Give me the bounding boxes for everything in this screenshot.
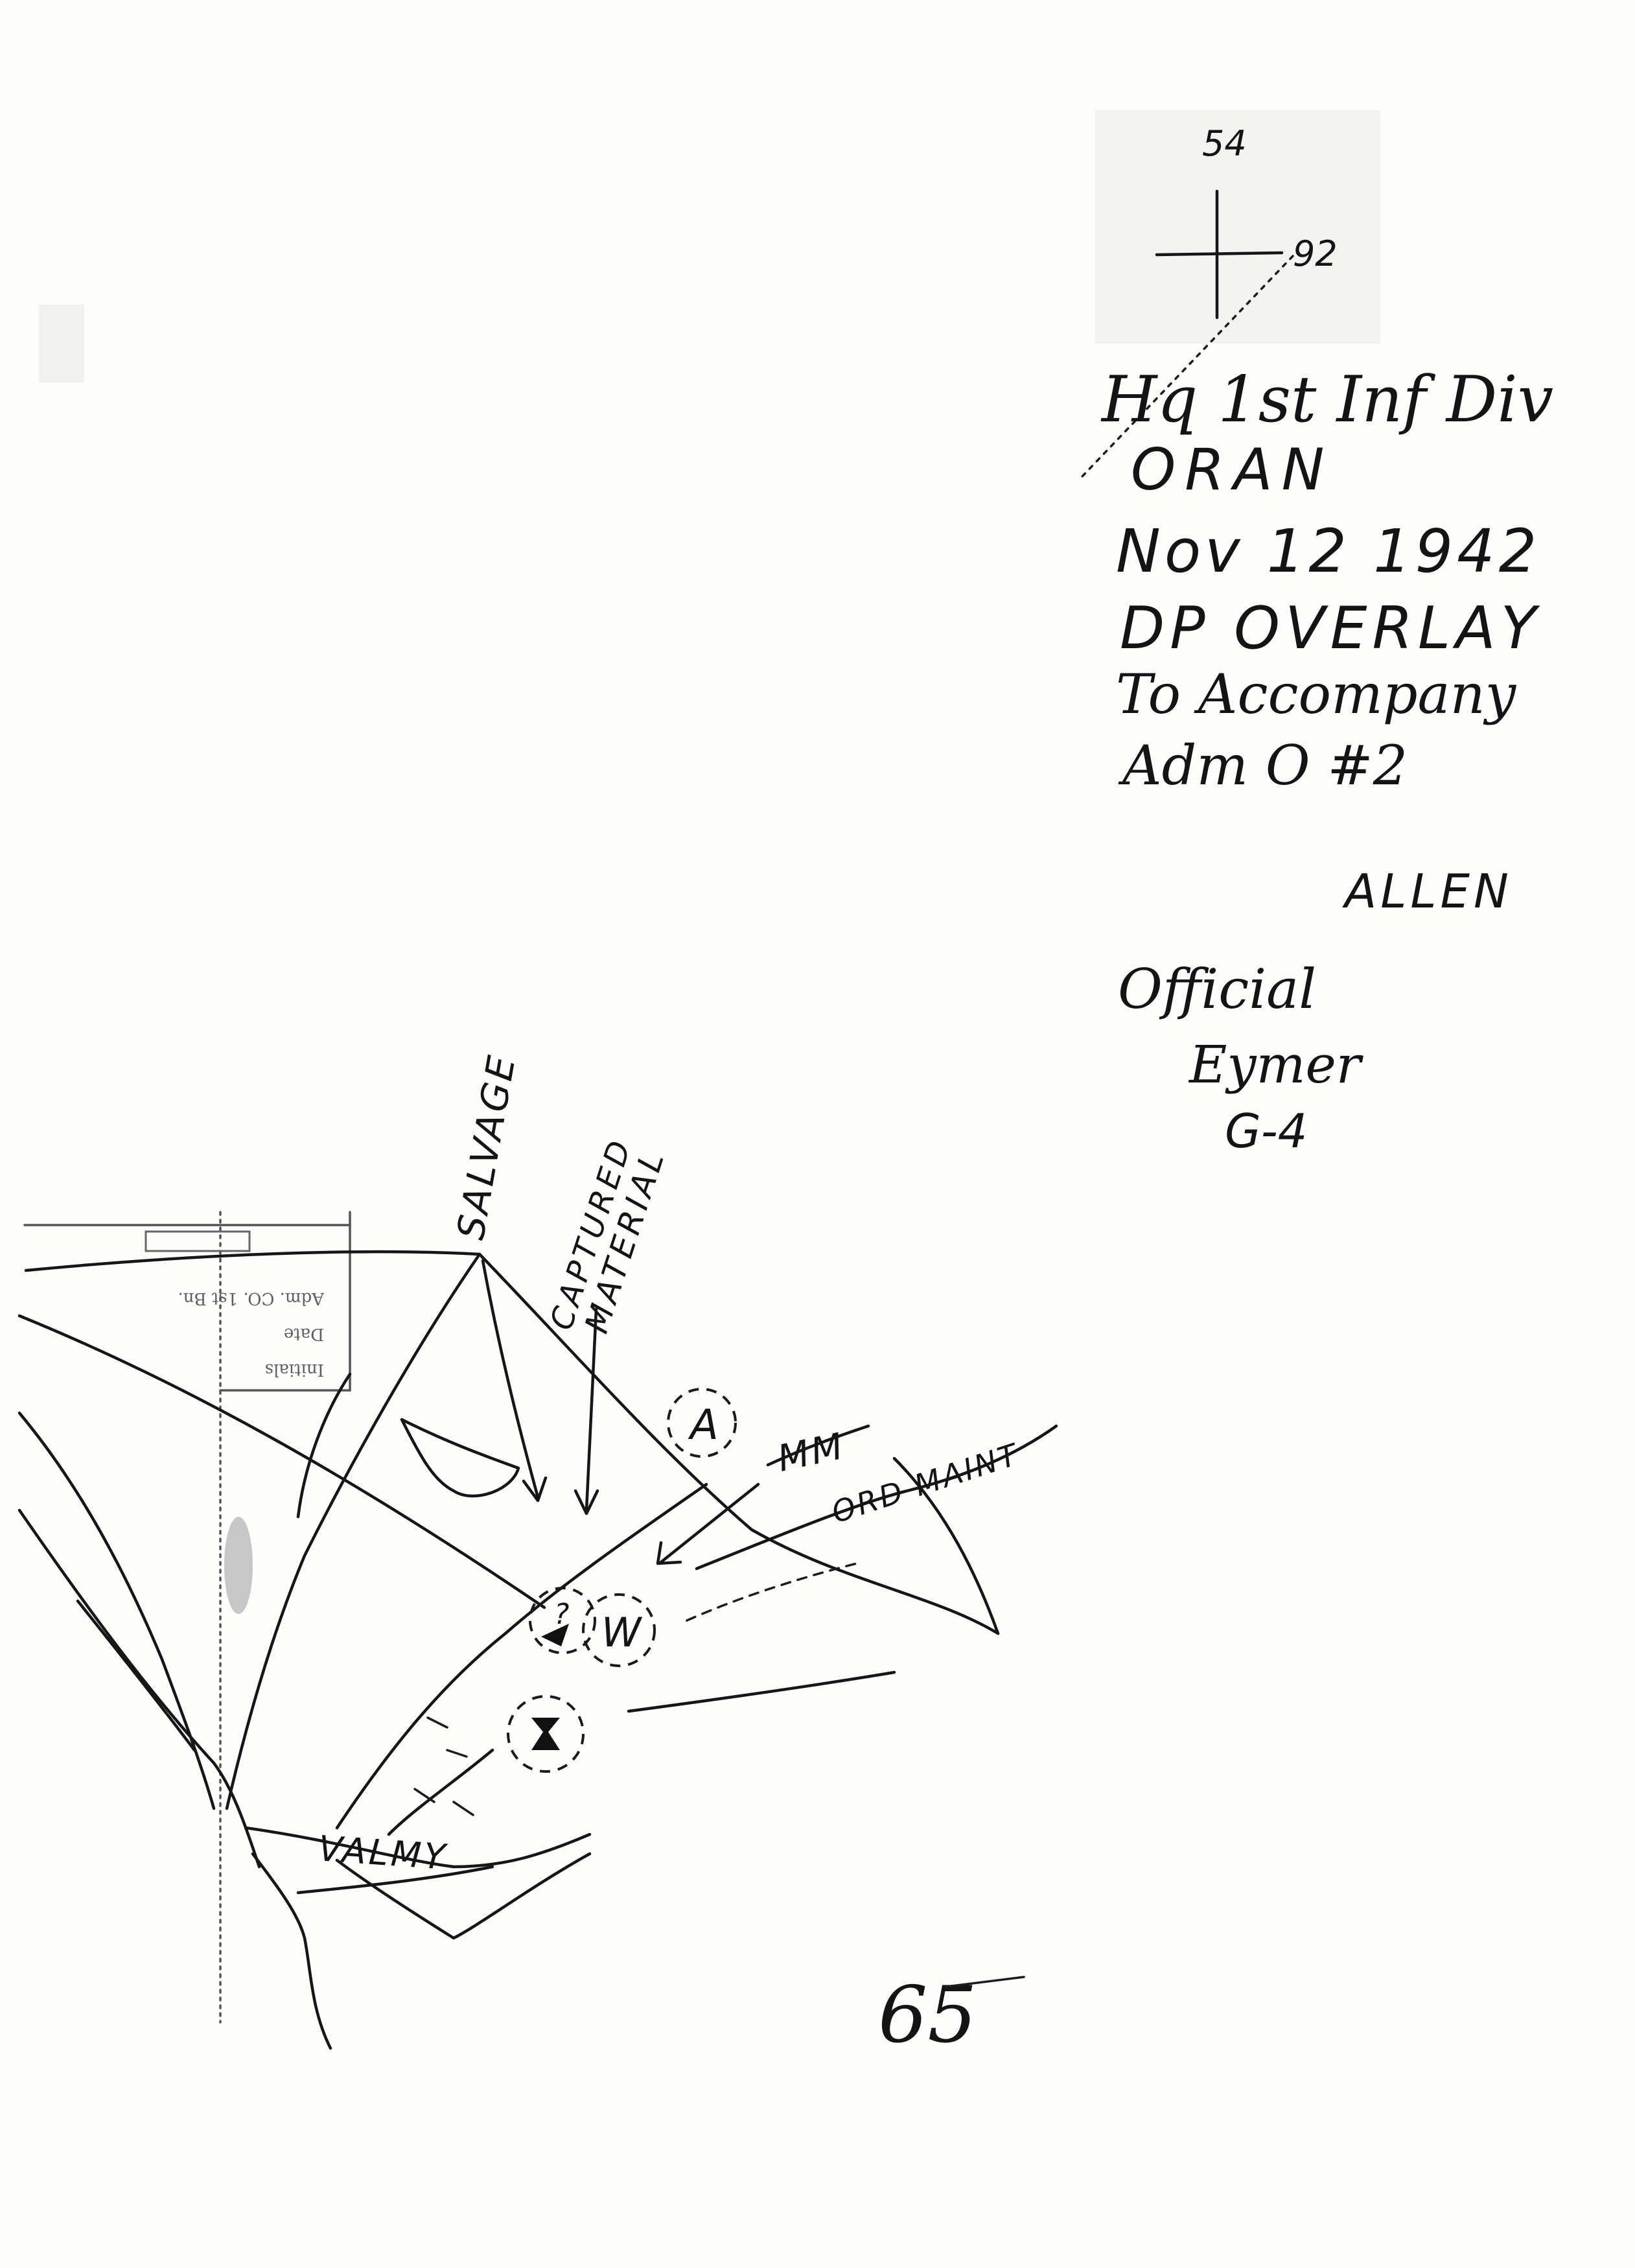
title-date: Nov 12 1942 <box>1116 517 1540 586</box>
fuel-circle <box>507 1695 585 1773</box>
signature-section: G-4 <box>1225 1104 1308 1158</box>
road-valmy-loop <box>335 1852 592 1940</box>
label-ord-maint: ORD MAINT <box>828 1436 1024 1530</box>
road-ord-maint <box>695 1424 1058 1571</box>
road-salvage-south <box>225 1252 481 1810</box>
label-mm: MM <box>774 1425 849 1480</box>
stamp-label-box <box>145 1230 251 1252</box>
ration-symbol: ? <box>554 1598 569 1631</box>
label-ord-maint-group: ORD MAINT <box>828 1436 1024 1530</box>
arrows <box>481 1259 870 1565</box>
water-symbol: W <box>601 1609 643 1656</box>
grid-north-value: 54 <box>1202 123 1247 164</box>
supply-point-water: W <box>582 1593 656 1667</box>
ghost-stamp: Adm. CO. 1st Bn. Date Initials <box>23 1211 351 2024</box>
signature-block: ALLEN Official Eymer G-4 <box>1118 864 1513 1158</box>
fuel-symbol: Y <box>538 1739 542 1745</box>
ration-circle <box>529 1587 596 1654</box>
arrow-mm <box>659 1482 760 1564</box>
road-short-diag <box>387 1748 494 1836</box>
supply-point-ration: ? <box>529 1587 596 1654</box>
mm-underline <box>766 1424 870 1467</box>
arrow-mm-head <box>656 1541 682 1565</box>
ammo-circle <box>667 1388 737 1458</box>
label-valmy-group: VALMY <box>317 1828 449 1878</box>
scan-smudge <box>224 1517 253 1614</box>
stamp-text-title: Adm. CO. 1st Bn. <box>178 1289 325 1308</box>
road-center <box>335 1482 708 1830</box>
arrow-salvage <box>481 1259 540 1499</box>
supply-point-fuel: Y <box>507 1695 585 1773</box>
title-hq: Hq 1st Inf Div <box>1100 363 1553 437</box>
grid-east-value: 92 <box>1293 233 1338 274</box>
road-east-spur <box>892 1456 1000 1635</box>
arrow-captured-head <box>574 1489 599 1515</box>
road-west-inner <box>17 1411 216 1810</box>
hatch-marks <box>413 1716 474 1816</box>
stamp-text-date: Date <box>284 1324 324 1344</box>
fuel-hourglass <box>531 1718 560 1750</box>
water-circle <box>582 1593 656 1667</box>
page-number-flourish <box>945 1976 1025 1988</box>
signature-commander: ALLEN <box>1342 864 1513 918</box>
grid-line-horizontal <box>1155 251 1284 257</box>
grid-diagonal <box>1081 255 1294 478</box>
road-east <box>478 1252 1000 1635</box>
label-mm-group: MM <box>774 1425 849 1480</box>
arrow-salvage-head <box>522 1476 548 1502</box>
terrain-outline <box>400 1418 520 1498</box>
ration-blot <box>541 1624 569 1646</box>
signature-officer: Eymer <box>1188 1035 1364 1095</box>
road-stub <box>296 1372 352 1519</box>
road-west <box>17 1508 261 1869</box>
road-south-east <box>627 1670 896 1713</box>
route-dashed-east <box>686 1561 863 1622</box>
road-diagonal-west <box>17 1314 546 1609</box>
road-west-branch <box>76 1599 196 1752</box>
label-valmy: VALMY <box>317 1828 449 1878</box>
arrow-captured <box>585 1307 598 1512</box>
title-overlay-name: DP OVERLAY <box>1120 594 1542 662</box>
road-network <box>17 1250 1058 2050</box>
road-valmy-mid <box>296 1865 494 1895</box>
ammo-symbol: A <box>688 1401 719 1449</box>
label-salvage: SALVAGE <box>448 1050 524 1243</box>
road-valmy-upper <box>244 1826 592 1869</box>
title-accompany: To Accompany <box>1116 662 1517 726</box>
stamp-text-initials: Initials <box>265 1360 324 1379</box>
scan-smudge <box>39 305 84 382</box>
label-salvage-group: SALVAGE <box>448 1050 524 1243</box>
road-top <box>24 1250 481 1272</box>
road-south-exit <box>251 1852 332 2050</box>
supply-point-ammo: A <box>667 1388 737 1458</box>
title-location: ORAN <box>1131 436 1333 503</box>
signature-official: Official <box>1118 957 1316 1021</box>
scan-smudge <box>1095 110 1380 344</box>
title-block: Hq 1st Inf Div ORAN Nov 12 1942 DP OVERL… <box>1100 363 1553 797</box>
title-admin-order: Adm O #2 <box>1118 734 1408 797</box>
grid-reference-cross: 54 92 <box>1081 123 1338 478</box>
